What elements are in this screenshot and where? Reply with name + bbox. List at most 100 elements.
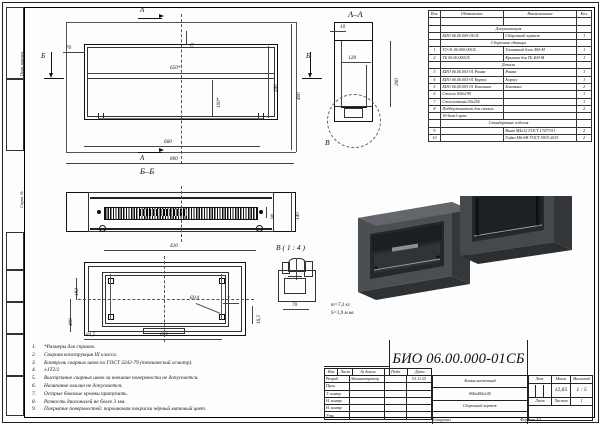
dim-front-100: 100* (216, 97, 222, 108)
product-size: 800x400x140 (432, 387, 528, 401)
lit-label: Лит. (528, 375, 552, 384)
area-note: S=1,9 м.кв. (331, 311, 355, 316)
spec-cell-name (502, 17, 578, 26)
dim-side-90: 90 (270, 213, 276, 219)
spec-table-row: 16-6мм1 хром (428, 112, 592, 121)
spec-cell-name: Рамка (502, 68, 578, 77)
dim-bottom-16-5: 16,5 (256, 314, 262, 324)
lit-mass-scale-block: Лит. Масса Масштаб 12,65 1 : 5 Лист Л (528, 375, 593, 421)
role-name-value[interactable] (348, 404, 386, 413)
spec-cell-pos: 5 (428, 82, 441, 92)
dim-bottom-7: 7 (227, 296, 230, 302)
dim-bottom-400: 400 (68, 318, 74, 326)
margin-cell-podp-data-2: Подп. и дата (6, 334, 24, 376)
dim-side-420: 420 (170, 243, 178, 249)
lit-cell-2 (535, 384, 544, 397)
spec-cell-designation: Стеклоткань 65х254 (439, 97, 504, 106)
spec-table-row: Стандартные изделия (428, 119, 592, 128)
dim-bottom-633: 633 (160, 332, 168, 338)
tech-requirement-number: 3. (32, 359, 36, 366)
spec-header-qty: Кол. (576, 9, 592, 19)
spec-cell-designation: 16-6мм1 хром (439, 112, 504, 121)
product-name: Камин настенный (432, 375, 528, 388)
margin-cell-sprav: Справ. № (6, 79, 24, 208)
spec-cell-qty (576, 17, 592, 26)
role-date-value[interactable] (406, 382, 432, 391)
mass-label: Масса (550, 375, 572, 384)
role-name-value[interactable]: Администратор (348, 374, 386, 384)
role-sign-value[interactable] (384, 382, 408, 391)
spec-cell-name: Винт М4х12 ГОСТ 17473-91 (502, 126, 578, 136)
spec-cell-designation (439, 126, 504, 136)
role-date-value[interactable] (406, 389, 432, 398)
tech-requirement-item: 3. Контроль сварных швов по ГОСТ 3242-79 … (32, 360, 312, 368)
title-block-role-row: Т. контр. (324, 389, 432, 398)
tech-requirement-number: 8. (32, 398, 36, 405)
product-block-empty (432, 411, 528, 424)
spec-cell-qty (576, 61, 592, 70)
role-sign-value[interactable] (384, 374, 408, 384)
tech-requirement-item: 8.Разность диагоналей не более 3 мм. (32, 399, 312, 407)
spec-cell-qty: 2 (576, 104, 592, 114)
tech-requirement-text: Контроль сварных швов по ГОСТ 3242-79 (т… (44, 359, 193, 366)
role-label: Н. контр. (324, 404, 350, 413)
role-date-value[interactable] (406, 404, 432, 413)
sheet-label: Лист (528, 397, 552, 406)
dim-aa-128: 128 (348, 55, 356, 61)
detail-circle-v (327, 94, 381, 148)
spec-cell-qty: 1 (576, 75, 592, 84)
section-aa-label: А–А (348, 9, 363, 19)
detail-mark-v: В (325, 138, 330, 147)
dim-bottom-182: 182 (74, 288, 80, 296)
role-name-value[interactable] (348, 389, 386, 398)
sheet-inner-frame (24, 7, 595, 418)
iso-unit-back (460, 166, 572, 264)
spec-cell-name: Гайка М6-6Н ГОСТ 5915-2015 (502, 134, 578, 143)
burner-core (139, 209, 187, 216)
spec-cell-designation: БИО 06.00.003-01 Рамка (439, 68, 504, 77)
spec-cell-qty: 1 (576, 68, 592, 77)
role-label: Т. контр. (324, 389, 350, 398)
tech-requirement-item: 4.±1Т2/2 (32, 367, 312, 375)
tech-requirement-number: 7. (32, 390, 36, 397)
role-name-value[interactable] (348, 396, 386, 406)
role-date-value[interactable] (406, 411, 432, 420)
spec-cell-pos: 8 (428, 104, 441, 114)
spec-cell-designation: ТО 01.06.000-00СБ (439, 46, 504, 55)
tech-requirement-text: Сварная конструкция III класса. (44, 351, 118, 358)
role-sign-value[interactable] (384, 404, 408, 413)
dim-front-400: 400 (296, 92, 302, 100)
spec-cell-pos (428, 31, 441, 41)
dim-aa-10: 10 (340, 24, 346, 30)
role-sign-value[interactable] (384, 396, 408, 406)
dim-front-70-top: 70 (190, 42, 196, 48)
front-view-label: Б–Б (140, 166, 155, 176)
spec-cell-qty (576, 112, 592, 121)
tech-requirement-item: 2. Сварная конструкция III класса. (32, 352, 312, 360)
tech-requirement-number: 9. (32, 406, 36, 413)
role-date-value[interactable] (406, 396, 432, 406)
role-sign-value[interactable] (384, 389, 408, 398)
tech-requirement-text: *Размеры для справок. (44, 344, 96, 350)
role-name-value[interactable] (348, 382, 386, 391)
tech-requirement-number: 2. (32, 351, 36, 358)
iso-unit-front (358, 202, 470, 300)
spec-cell-name: Корпус (502, 75, 578, 84)
margin-cell-inv-podl: Инв. № подл. (6, 376, 24, 416)
role-date-value[interactable]: 01.11.25 (406, 374, 432, 384)
dim-bottom-d14: Ø14 (190, 295, 199, 301)
spec-cell-designation: ТБ 00.00.000СБ (439, 53, 504, 63)
dim-front-70-left: 70 (66, 45, 72, 51)
role-sign-value[interactable] (384, 411, 408, 420)
spec-cell-name: Крышка для ТБ 400-М (502, 53, 578, 63)
role-name-value[interactable] (348, 411, 386, 420)
spec-section-title: Сборочные единицы (439, 39, 578, 48)
